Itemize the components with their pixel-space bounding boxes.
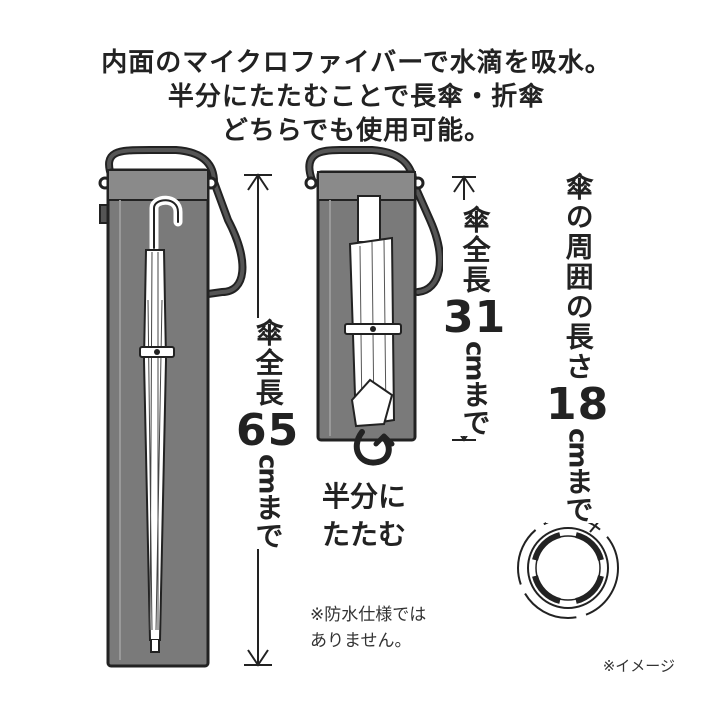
long-length-title: 傘全長	[251, 318, 285, 408]
circumference-value: 18	[546, 379, 610, 430]
folding-length-value: 31	[443, 292, 507, 343]
folding-length-title: 傘全長	[458, 205, 492, 295]
fold-label-line-2: たたむ	[322, 518, 407, 551]
image-note: ※イメージ	[602, 657, 675, 675]
long-length-arrow	[244, 173, 272, 667]
waterproof-note: ※防水仕様では ありません。	[310, 602, 426, 654]
long-length-label: 傘全長 65 cm まで	[236, 318, 300, 549]
waterproof-note-line-2: ありません。	[310, 631, 412, 651]
long-length-value: 65	[236, 405, 300, 456]
folding-length-tail: まで	[458, 379, 492, 436]
circumference-label: 傘の周囲の長さ 18 cm まで	[546, 172, 610, 523]
circumference-diagram	[517, 515, 619, 619]
long-length-unit: cm	[252, 454, 283, 493]
long-umbrella	[139, 195, 183, 653]
fold-arrow	[353, 429, 395, 466]
folding-length-unit: cm	[459, 341, 490, 380]
waterproof-note-line-1: ※防水仕様では	[310, 605, 427, 625]
heading-line-2: 半分にたたむことで長傘・折傘	[167, 82, 546, 112]
fold-label: 半分に たたむ	[322, 478, 406, 554]
heading-line-3: どちらでも使用可能。	[221, 116, 492, 146]
folded-umbrella	[344, 195, 402, 428]
heading: 内面のマイクロファイバーで水滴を吸水。 半分にたたむことで長傘・折傘 どちらでも…	[0, 46, 713, 148]
circumference-title: 傘の周囲の長さ	[561, 172, 595, 382]
long-length-tail: まで	[251, 492, 285, 549]
folding-umbrella-case	[304, 146, 444, 442]
circumference-tail: まで	[561, 466, 595, 523]
circumference-unit: cm	[562, 428, 593, 467]
heading-line-1: 内面のマイクロファイバーで水滴を吸水。	[101, 48, 612, 78]
long-umbrella-case	[98, 146, 247, 668]
folding-length-label: 傘全長 31 cm まで	[443, 205, 507, 436]
fold-label-line-1: 半分に	[322, 480, 407, 513]
